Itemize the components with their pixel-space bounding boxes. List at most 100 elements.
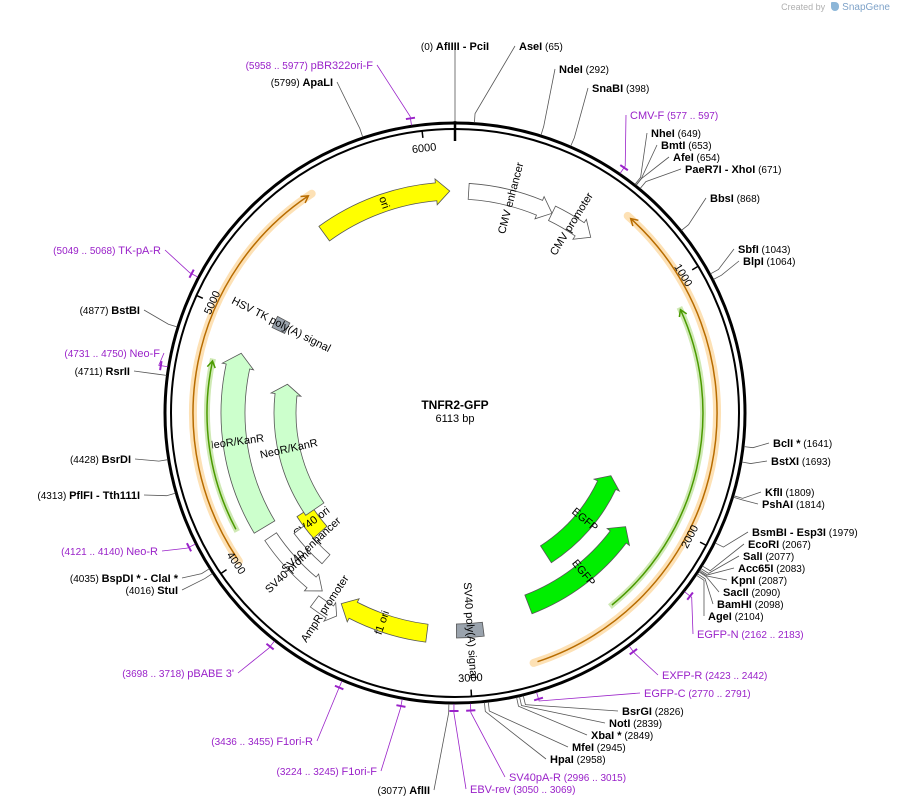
- enzyme-position: (1043): [759, 245, 791, 256]
- primer-label: (3224 .. 3245) F1ori-F: [277, 766, 378, 778]
- enzyme-label: BsmBI - Esp3I (1979): [752, 527, 858, 539]
- enzyme-position: (1979): [826, 528, 858, 539]
- enzyme-position: (2958): [574, 755, 606, 766]
- enzyme-label: BstXI (1693): [771, 456, 831, 468]
- enzyme-name: NdeI: [559, 64, 583, 76]
- enzyme-position: (3077): [378, 786, 410, 797]
- enzyme-leader: [700, 555, 740, 574]
- enzyme-name: NotI: [609, 718, 630, 730]
- enzyme-position: (2087): [755, 576, 787, 587]
- enzyme-position: (2945): [594, 743, 626, 754]
- tick-mark: [196, 294, 204, 300]
- feature-polyA: [271, 315, 291, 334]
- enzyme-position: (5799): [271, 78, 303, 89]
- feature-promoter: [264, 532, 323, 592]
- enzyme-position: (653): [685, 141, 711, 152]
- enzyme-label: (4711) RsrII: [75, 366, 130, 378]
- enzyme-label: (0) AfIIII - PciI: [421, 41, 489, 53]
- enzyme-label: XbaI * (2849): [591, 730, 653, 742]
- primer-name: EGFP-N: [697, 629, 739, 641]
- enzyme-leader: [697, 573, 714, 605]
- tick-mark: [699, 541, 707, 547]
- primer-leader: [469, 703, 506, 778]
- enzyme-leader: [540, 68, 556, 136]
- enzyme-label: AgeI (2104): [708, 611, 764, 623]
- feature-cds: [269, 383, 325, 516]
- enzyme-label: BsrGI (2826): [622, 706, 684, 718]
- enzyme-leader: [134, 458, 168, 462]
- primer-range: (3436 .. 3455): [211, 737, 276, 748]
- primer-leader: [316, 680, 343, 742]
- primer-label: EXFP-R (2423 .. 2442): [662, 670, 767, 682]
- enzyme-leader: [181, 568, 210, 579]
- feature-ori: [318, 177, 451, 242]
- enzyme-position: (671): [755, 165, 781, 176]
- primer-range: (2423 .. 2442): [702, 671, 767, 682]
- enzyme-label: AseI (65): [519, 41, 563, 53]
- enzyme-leader: [702, 543, 745, 572]
- enzyme-position: (398): [623, 84, 649, 95]
- primer-range: (2162 .. 2183): [739, 630, 804, 641]
- enzyme-name: SbfI: [738, 244, 759, 256]
- primer-label: CMV-F (577 .. 597): [630, 110, 718, 122]
- enzyme-label: (3077) AflII: [378, 785, 430, 797]
- enzyme-label: PshAI (1814): [762, 499, 825, 511]
- enzyme-position: (2826): [652, 707, 684, 718]
- enzyme-leader: [698, 571, 720, 593]
- enzyme-label: PaeR7I - XhoI (671): [685, 164, 781, 176]
- primer-leader: [161, 543, 196, 552]
- enzyme-label: BlpI (1064): [743, 256, 795, 268]
- enzyme-name: BclI *: [773, 438, 801, 450]
- enzyme-name: StuI: [157, 585, 178, 597]
- enzyme-name: AseI: [519, 41, 542, 53]
- tick-mark: [691, 265, 699, 271]
- primer-leader: [619, 114, 627, 174]
- primer-range: (3050 .. 3069): [510, 785, 575, 796]
- enzyme-name: BamHI: [717, 599, 752, 611]
- primer-name: Neo-F: [129, 348, 160, 360]
- enzyme-position: (2098): [752, 600, 784, 611]
- primer-leader: [164, 249, 198, 278]
- enzyme-label: Acc65I (2083): [738, 563, 805, 575]
- enzyme-name: MfeI: [572, 742, 594, 754]
- enzyme-position: (654): [694, 153, 720, 164]
- enzyme-label: BmtI (653): [661, 140, 712, 152]
- enzyme-name: BstXI: [771, 456, 799, 468]
- primer-label: EBV-rev (3050 .. 3069): [470, 784, 575, 796]
- enzyme-name: NheI: [651, 128, 675, 140]
- primer-name: pBABE 3': [187, 668, 234, 680]
- feature-promoter: [547, 205, 592, 240]
- inner-orf-band: [608, 306, 706, 609]
- primer-label: (4121 .. 4140) Neo-R: [61, 546, 158, 558]
- inner-orf-arrowhead: [206, 359, 216, 369]
- feature-ori: [340, 598, 429, 643]
- enzyme-position: (65): [542, 42, 563, 53]
- primer-leader: [684, 591, 694, 635]
- primer-name: SV40pA-R: [509, 772, 561, 784]
- enzyme-leader: [699, 570, 728, 581]
- enzyme-label: EcoRI (2067): [748, 539, 811, 551]
- inner-arrow-layer: [204, 306, 706, 609]
- enzyme-leader: [484, 702, 547, 760]
- enzyme-name: BsrDI: [102, 454, 131, 466]
- enzyme-leader: [715, 531, 749, 548]
- enzyme-leader: [433, 703, 450, 791]
- enzyme-leader: [487, 702, 569, 748]
- tick-label: 6000: [411, 141, 437, 156]
- feature-cds: [539, 475, 621, 564]
- primer-name: TK-pA-R: [118, 245, 161, 257]
- enzyme-name: BlpI: [743, 256, 764, 268]
- enzyme-name: XbaI *: [591, 730, 622, 742]
- orf-line: [537, 218, 718, 663]
- primer-leader: [376, 64, 412, 126]
- inner-orf-line: [611, 309, 704, 606]
- enzyme-position: (0): [421, 42, 436, 53]
- enzyme-name: KpnI: [731, 575, 755, 587]
- inner-orf-line: [206, 360, 237, 530]
- enzyme-label: (4035) BspDI * - ClaI *: [70, 573, 179, 585]
- enzyme-label: BbsI (868): [710, 193, 760, 205]
- enzyme-name: BspDI * - ClaI *: [102, 573, 179, 585]
- enzyme-label: (5799) ApaLI: [271, 77, 333, 89]
- enzyme-position: (4428): [70, 455, 102, 466]
- enzyme-leader: [639, 168, 682, 189]
